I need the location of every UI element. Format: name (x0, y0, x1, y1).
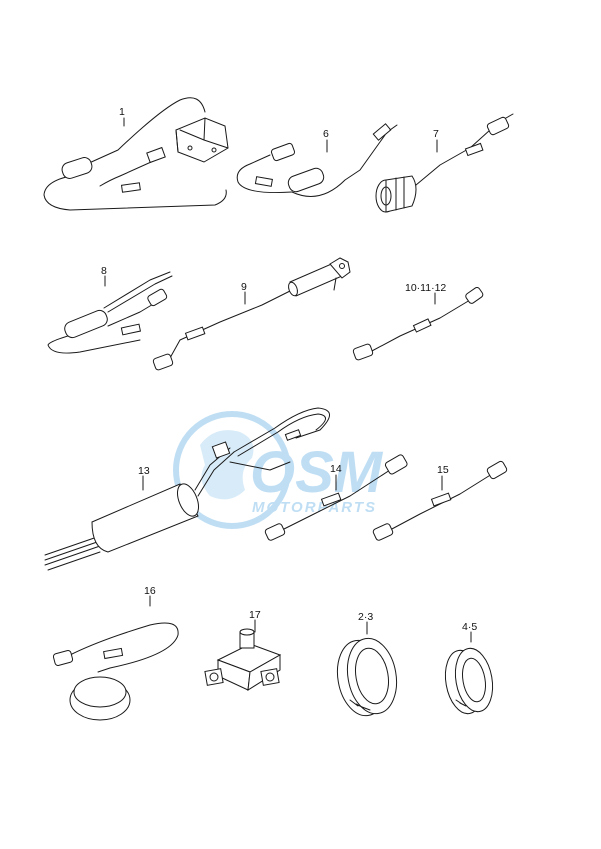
callout-2-3: 2·3 (358, 611, 373, 623)
part-1-cable-bracket (43, 97, 229, 211)
part-16-transducer (52, 595, 179, 721)
callout-14: 14 (330, 463, 342, 475)
part-6-cable (236, 123, 398, 197)
callout-1: 1 (119, 106, 125, 118)
part-17-t-connector (204, 619, 282, 691)
part-13-harness (44, 407, 330, 571)
callout-8: 8 (101, 265, 107, 277)
part-10-11-12-cable (352, 286, 484, 361)
part-15-cable (372, 460, 508, 541)
callout-9: 9 (241, 281, 247, 293)
callout-13: 13 (138, 465, 150, 477)
callout-15: 15 (437, 464, 449, 476)
callout-4-5: 4·5 (462, 621, 477, 633)
callout-7: 7 (433, 128, 439, 140)
part-7-cable-grommet (375, 113, 514, 213)
osm-watermark: OSM MOTORPARTS (173, 411, 384, 529)
callout-10-11-12: 10·11·12 (405, 282, 446, 294)
part-8-cable (47, 271, 173, 354)
part-4-5-ring (444, 631, 494, 715)
watermark-sub-text: MOTORPARTS (252, 499, 377, 516)
part-14-cable (264, 454, 408, 541)
callout-6: 6 (323, 128, 329, 140)
watermark-globe-icon (173, 411, 291, 529)
callout-16: 16 (144, 585, 156, 597)
callout-17: 17 (249, 609, 261, 621)
watermark-logo-text: OSM (250, 440, 384, 505)
part-2-3-ring (336, 621, 398, 717)
part-9-sensor-cable (152, 257, 351, 371)
